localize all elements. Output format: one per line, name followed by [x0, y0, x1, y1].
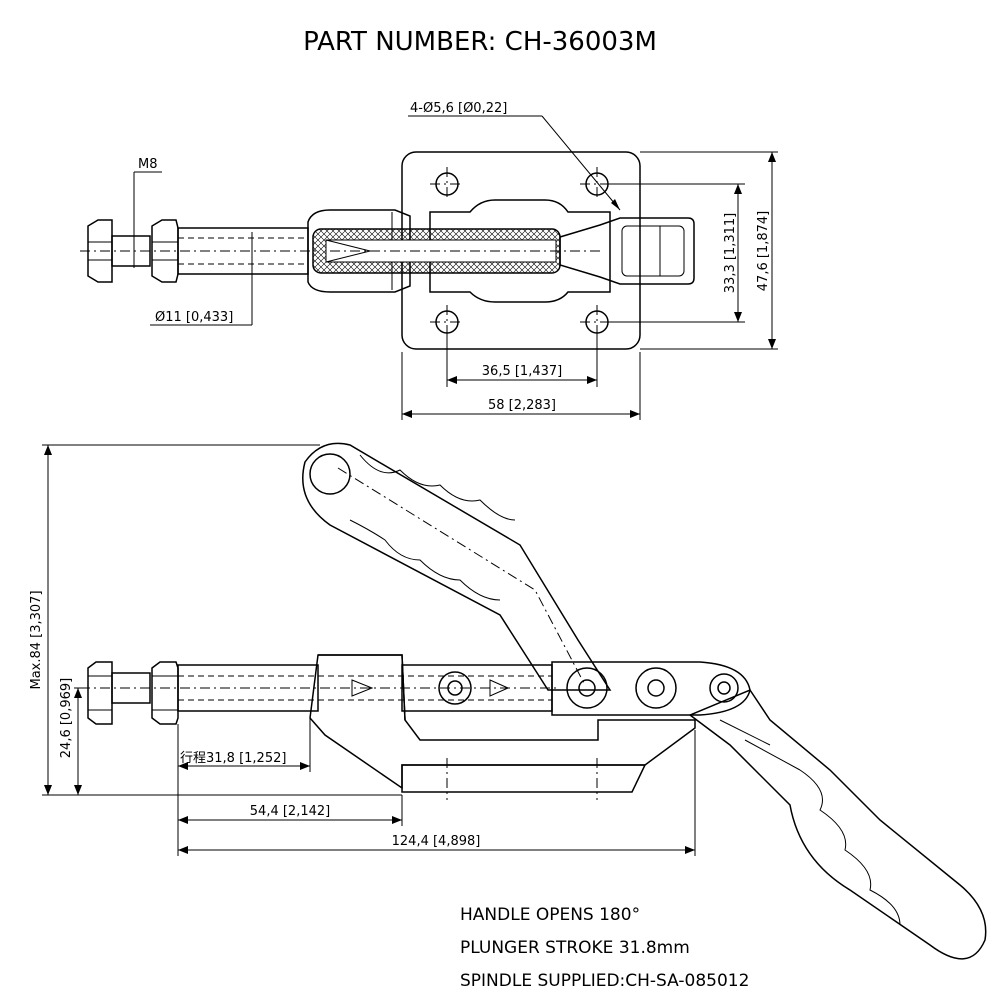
dim-base-height: 47,6 [1,874] — [756, 211, 771, 291]
hex-head-top — [87, 219, 113, 283]
note-spindle-supplied: SPINDLE SUPPLIED:CH-SA-085012 — [460, 971, 749, 991]
linkage-body — [429, 199, 611, 303]
hex-nut-top — [151, 219, 179, 283]
side-view: Max.84 [3,307] 24,6 [0,969] 行程31,8 [1,25… — [29, 442, 987, 960]
clevis — [559, 217, 695, 285]
dim-overall-length: 124,4 [4,898] — [392, 834, 481, 849]
dim-rod-to-base: 54,4 [2,142] — [250, 804, 330, 819]
handle-open — [688, 689, 987, 960]
dim-stroke: 行程31,8 [1,252] — [180, 751, 286, 766]
dim-max-height: Max.84 [3,307] — [29, 590, 44, 689]
part-number-title: PART NUMBER: CH-36003M — [303, 27, 657, 57]
note-handle-opens: HANDLE OPENS 180° — [460, 905, 640, 925]
dim-hole-pattern: 4-Ø5,6 [Ø0,22] — [410, 101, 507, 116]
body-side — [309, 654, 696, 790]
dim-hole-spacing-y: 33,3 [1,311] — [723, 213, 738, 293]
dim-rod-diameter: Ø11 [0,433] — [155, 310, 233, 325]
dim-thread: M8 — [138, 157, 158, 172]
dim-base-width: 58 [2,283] — [488, 398, 556, 413]
hex-nut-side — [151, 661, 179, 725]
housing — [307, 209, 411, 293]
dim-hole-spacing-x: 36,5 [1,437] — [482, 364, 562, 379]
pivot-pins — [438, 667, 739, 709]
notes: HANDLE OPENS 180° PLUNGER STROKE 31.8mm … — [460, 905, 749, 991]
base-foot — [401, 764, 647, 793]
top-view: M8 Ø11 [0,433] 4-Ø5,6 [Ø0,22] 36,5 [1,43… — [80, 101, 778, 420]
dim-rod-height: 24,6 [0,969] — [59, 678, 74, 758]
side-view-dimensions: Max.84 [3,307] 24,6 [0,969] 行程31,8 [1,25… — [29, 444, 696, 856]
handle-closed — [302, 442, 612, 691]
hex-head-side — [87, 661, 113, 725]
top-view-dimensions: M8 Ø11 [0,433] 4-Ø5,6 [Ø0,22] 36,5 [1,43… — [133, 101, 778, 420]
note-plunger-stroke: PLUNGER STROKE 31.8mm — [460, 938, 690, 958]
